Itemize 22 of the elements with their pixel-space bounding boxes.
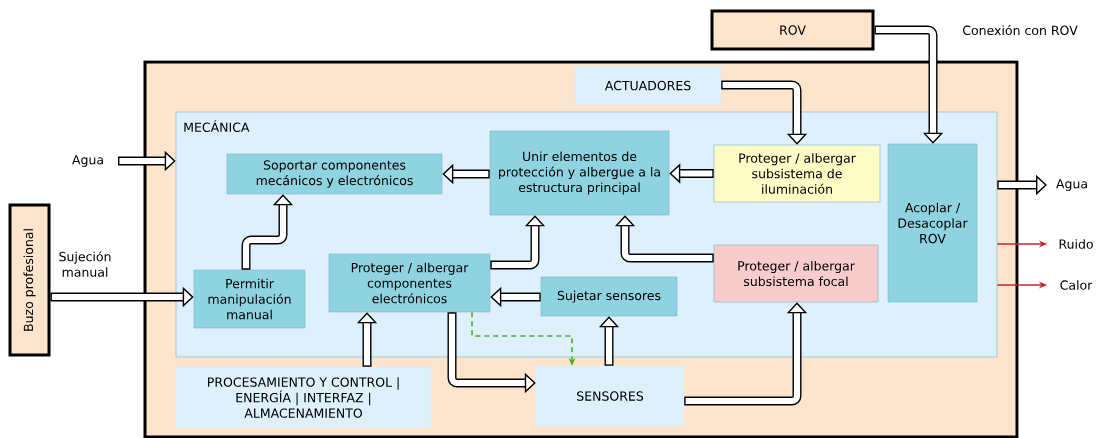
function-box: Unir elementos de protección y albergue a la estructura principal <box>489 130 670 216</box>
edge-label: Agua <box>72 155 103 167</box>
edge-label: Calor <box>1060 280 1093 290</box>
function-box: Proteger / albergar componentes electrónicos <box>328 253 491 313</box>
actor-box: Buzo profesional <box>8 203 51 357</box>
function-box: Proteger / albergar subsistema focal <box>713 244 879 303</box>
subsystem-box: ACTUADORES <box>575 66 721 105</box>
function-box: Sujetar sensores <box>540 276 678 317</box>
system-box: ROV <box>710 9 875 51</box>
subsystem-box: SENSORES <box>536 366 684 426</box>
edge-label: Sujeción manual <box>59 251 111 277</box>
edge-label: Conexión con ROV <box>963 24 1078 36</box>
function-box: Proteger / albergar subsistema de iluminación <box>713 144 881 203</box>
function-box: Soportar componentes mecánicos y electrónicos <box>226 153 443 195</box>
subsystem-box: PROCESAMIENTO Y CONTROL | ENERGÍA | INTERFAZ | ALMACENAMIENTO <box>176 367 431 428</box>
function-box: Permitir manipulación manual <box>193 269 306 329</box>
edge-label: Ruido <box>1059 239 1093 249</box>
block-arrow <box>874 25 944 144</box>
block-arrow <box>614 215 714 263</box>
function-box: Acoplar / Desacoplar ROV <box>887 143 978 303</box>
edge-label: Agua <box>1056 179 1087 191</box>
block-arrow <box>721 80 808 145</box>
